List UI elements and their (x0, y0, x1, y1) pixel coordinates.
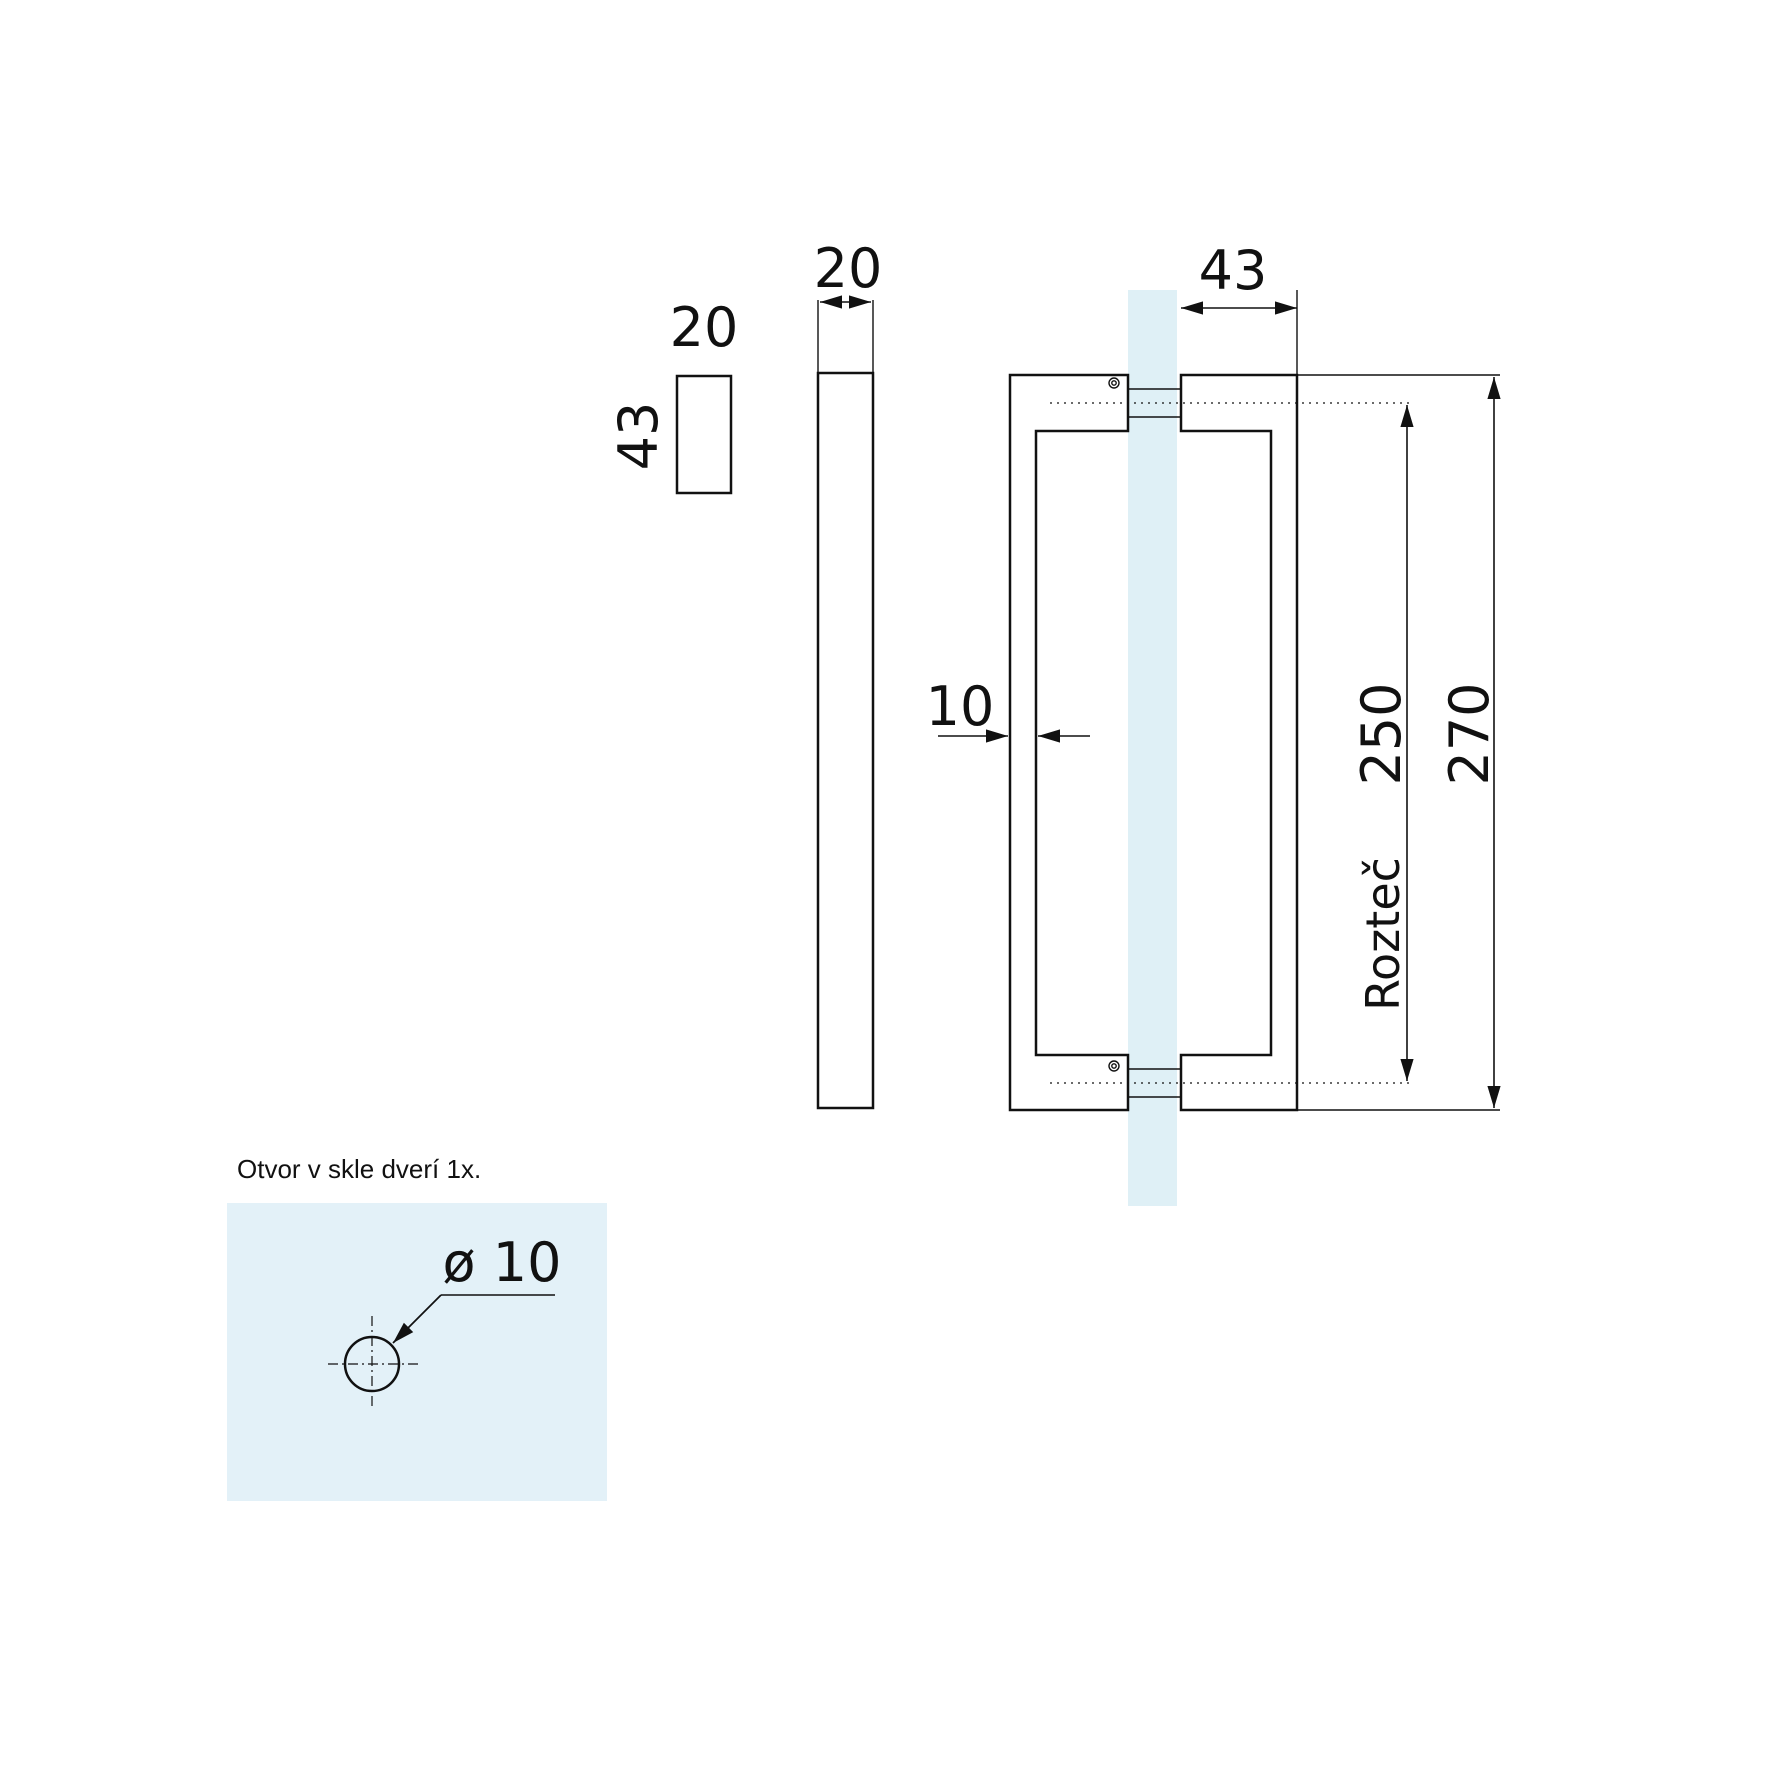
hole-diameter-label: ø 10 (443, 1231, 562, 1294)
bottom-spacer (1128, 1068, 1181, 1098)
handle-right (1179, 373, 1299, 1112)
glass-panel (227, 1203, 607, 1501)
screw-icon (1108, 1060, 1120, 1072)
cross-section-view: 20 43 (607, 296, 739, 495)
glass-door (1128, 290, 1177, 1206)
depth-label: 43 (1199, 239, 1268, 302)
section-height-label: 43 (607, 402, 670, 471)
section-width-label: 20 (670, 296, 739, 359)
spacing-label: 250 (1350, 682, 1413, 785)
side-width-label: 20 (814, 237, 883, 300)
top-spacer (1128, 388, 1181, 418)
side-bar (816, 371, 875, 1110)
cross-section-rect (675, 374, 733, 495)
hole-detail: Otvor v skle dverí 1x. ø 10 (227, 1154, 607, 1501)
hole-title: Otvor v skle dverí 1x. (237, 1154, 481, 1184)
leader-arrow (392, 1294, 442, 1344)
overall-label: 270 (1438, 682, 1501, 785)
screw-icon (1108, 377, 1120, 389)
handle-left (1008, 373, 1130, 1112)
front-view: 43 10 250 Rozteč 270 (926, 239, 1501, 1206)
spacing-caption: Rozteč (1356, 857, 1410, 1011)
thickness-label: 10 (926, 675, 995, 738)
side-view: 20 (814, 237, 883, 1110)
